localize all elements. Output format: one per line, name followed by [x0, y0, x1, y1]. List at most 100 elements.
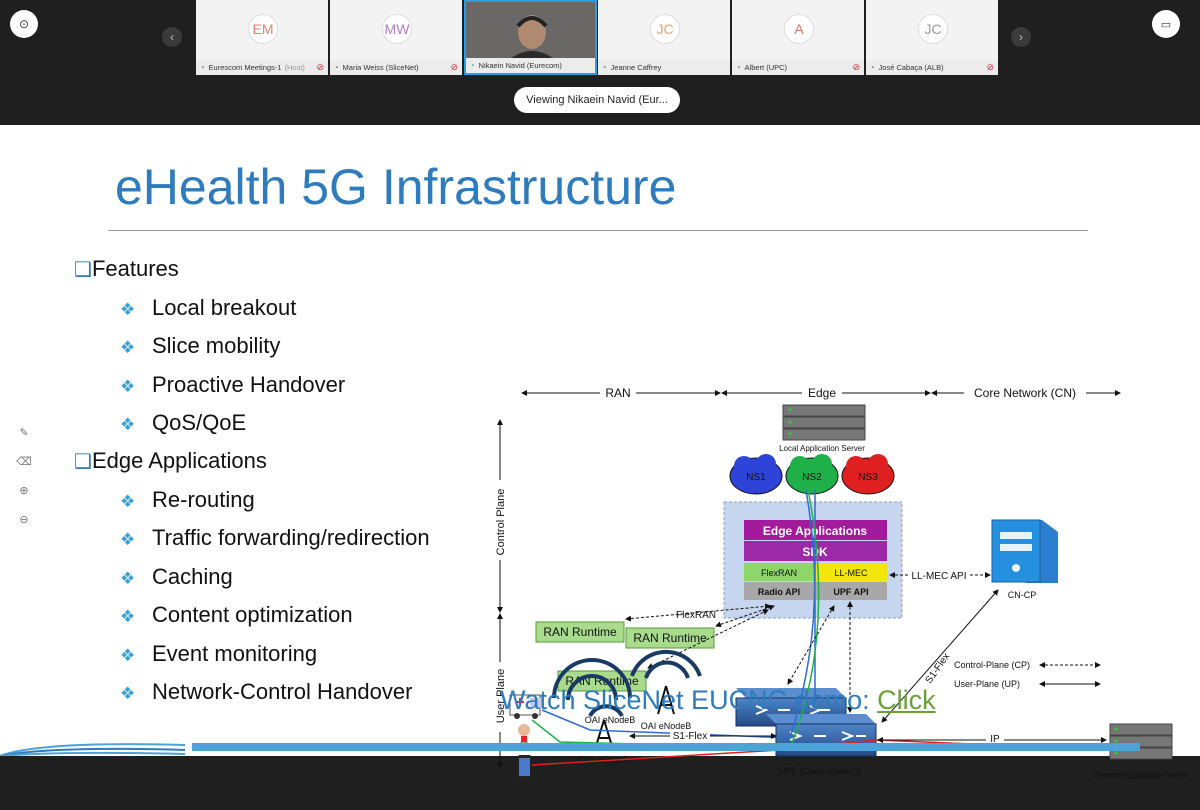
info-button[interactable]: ⊙ [10, 10, 38, 38]
core-label: Core Network (CN) [974, 386, 1076, 400]
ns3-cloud [841, 454, 895, 495]
headset-icon: ◔ [870, 63, 875, 72]
radio-api-block [744, 582, 815, 600]
pen-icon: ✎ [19, 427, 29, 439]
zoom-out-button[interactable]: ⊖ [10, 505, 38, 534]
flexran-link-label: FlexRAN [676, 610, 716, 621]
list-item: ❖Caching [120, 564, 233, 589]
s1flex-cn-link [881, 589, 999, 723]
participant-tile[interactable]: EM ◔ Eurescom Meetings-1 (Host) ⊘ [196, 0, 329, 75]
list-item: ❖Re-routing [120, 487, 255, 512]
list-item: ❖Local breakout [120, 295, 297, 320]
list-item: ❖Content optimization [120, 602, 353, 627]
diamond-bullet-icon: ❖ [120, 492, 136, 511]
llmec-block-label: LL-MEC [834, 568, 868, 578]
participant-tile[interactable]: JC ◔ Jeanne Caffrey [598, 0, 731, 75]
diamond-bullet-icon: ❖ [120, 377, 136, 396]
shared-slide: eHealth 5G Infrastructure ❑Features ❖Loc… [0, 125, 1200, 781]
participant-name: Albert (UPC) [744, 63, 788, 72]
footer-swoosh [0, 743, 185, 756]
up-legend-label: User-Plane (UP) [954, 679, 1020, 689]
list-item: ❖Slice mobility [120, 333, 281, 358]
user-plane-label: User Plane [495, 669, 507, 723]
previous-participants-button[interactable]: ‹ [162, 27, 182, 47]
s1flex-label: S1-Flex [673, 731, 707, 742]
demo-link[interactable]: Click [877, 685, 936, 715]
remote-server-label: Remote Application Server [1094, 771, 1189, 780]
chevron-left-icon: ‹ [170, 30, 174, 44]
ambulance-icon [509, 694, 542, 719]
zoom-in-button[interactable]: ⊕ [10, 476, 38, 505]
radio-api-label: Radio API [758, 587, 800, 597]
participant-tile[interactable]: MW ◔ Maria Weiss (SliceNet) ⊘ [330, 0, 463, 75]
ran-label: RAN [605, 386, 630, 400]
flexran-link [647, 609, 769, 669]
mic-muted-icon: ⊘ [450, 62, 458, 72]
participant-name: José Cabaça (ALB) [878, 63, 944, 72]
participant-name: Maria Weiss (SliceNet) [342, 63, 419, 72]
pen-tool-button[interactable]: ✎ [10, 418, 38, 447]
ran-runtime-label: RAN Runtime [543, 625, 617, 639]
mic-muted-icon: ⊘ [852, 62, 860, 72]
features-heading: ❑Features [74, 256, 179, 281]
control-plane-label: Control Plane [495, 489, 507, 556]
layout-button[interactable]: ▭ [1152, 10, 1180, 38]
layout-icon: ▭ [1160, 18, 1172, 31]
oai-enodeb-label: OAI eNodeB [641, 721, 692, 731]
next-participants-button[interactable]: › [1011, 27, 1031, 47]
cp-legend-label: Control-Plane (CP) [954, 660, 1030, 670]
diamond-bullet-icon: ❖ [120, 646, 136, 665]
headset-icon: ◔ [602, 63, 607, 72]
participant-avatar: A [784, 14, 814, 44]
architecture-diagram: RAN Edge Core Network (CN) Control Plane… [493, 384, 1189, 781]
mic-muted-icon: ⊘ [316, 62, 324, 72]
llmec-api-label: LL-MEC API [911, 571, 966, 582]
ns1-label: NS1 [746, 472, 766, 483]
cncp-label: CN-CP [1008, 590, 1037, 600]
participant-bar: ⊙ ‹ EM ◔ Eurescom Meetings-1 (Host) ⊘ MW… [0, 0, 1200, 76]
title-divider [108, 230, 1088, 231]
llmec-block [816, 563, 887, 581]
upf-api-label: UPF API [833, 587, 868, 597]
flexran-block-label: FlexRAN [761, 568, 797, 578]
headset-icon: ◔ [736, 63, 741, 72]
diamond-bullet-icon: ❖ [120, 684, 136, 703]
chevron-right-icon: › [1019, 30, 1023, 44]
participant-name: Eurescom Meetings-1 [208, 63, 282, 72]
viewing-pill[interactable]: Viewing Nikaein Navid (Eur... [514, 87, 680, 113]
headset-icon: ◔ [334, 63, 339, 72]
diamond-bullet-icon: ❖ [120, 338, 136, 357]
participant-tile[interactable]: JC ◔ José Cabaça (ALB) ⊘ [866, 0, 999, 75]
ns1-cloud [729, 454, 783, 495]
participant-tile-active[interactable]: ◔ Nikaein Navid (Eurecom) [464, 0, 597, 75]
participant-avatar: JC [918, 14, 948, 44]
participant-name: Nikaein Navid (Eurecom) [478, 61, 562, 70]
cncp-server-icon [991, 519, 1058, 583]
local-server-label: Local Application Server [779, 444, 865, 453]
eraser-tool-button[interactable]: ⌫ [10, 447, 38, 476]
upf-api-link [787, 605, 835, 685]
diamond-bullet-icon: ❖ [120, 607, 136, 626]
list-item: ❖QoS/QoE [120, 410, 247, 435]
local-server-icon [782, 404, 866, 441]
participant-tile[interactable]: A ◔ Albert (UPC) ⊘ [732, 0, 865, 75]
info-icon: ⊙ [18, 17, 30, 31]
ns3-label: NS3 [858, 472, 878, 483]
participant-name: Jeanne Caffrey [610, 63, 662, 72]
eraser-icon: ⌫ [16, 456, 32, 468]
list-item: ❖Event monitoring [120, 641, 318, 666]
demo-text: Watch SliceNet EUCNC demo: [500, 685, 870, 715]
demo-caption: Watch SliceNet EUCNC demo: Click [500, 685, 936, 716]
tower-icon [595, 685, 675, 747]
footer-band [192, 743, 1140, 751]
ns2-label: NS2 [802, 472, 822, 483]
ran-runtime-label: RAN Runtime [633, 631, 707, 645]
zoom-in-icon: ⊕ [19, 485, 29, 497]
checkbox-bullet-icon: ❑ [74, 259, 92, 281]
diamond-bullet-icon: ❖ [120, 530, 136, 549]
remote-server-icon [1109, 723, 1173, 760]
edge-apps-heading: ❑Edge Applications [74, 448, 267, 473]
diamond-bullet-icon: ❖ [120, 300, 136, 319]
slide-title: eHealth 5G Infrastructure [115, 159, 677, 215]
host-label: (Host) [284, 63, 305, 72]
